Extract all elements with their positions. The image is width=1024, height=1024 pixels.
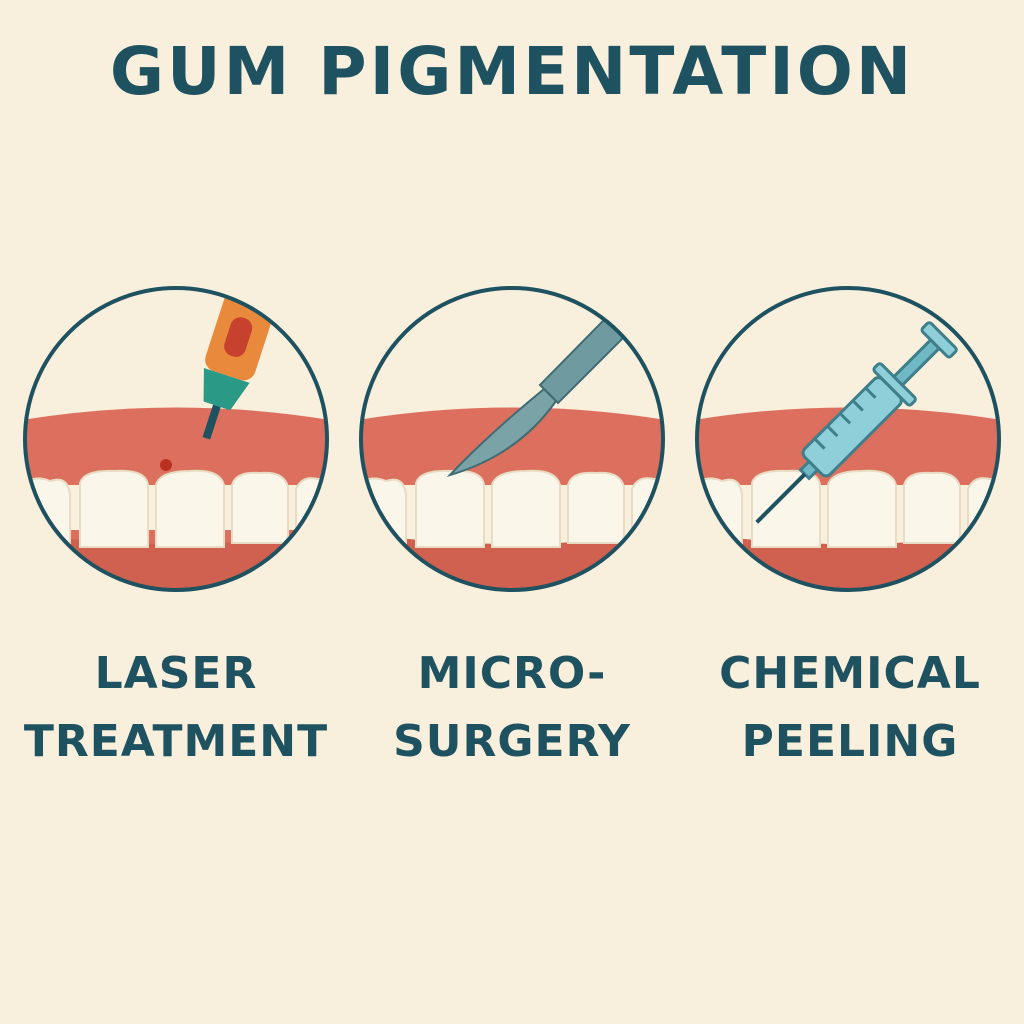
caption-chemical-peeling: CHEMICAL PEELING <box>680 640 1020 776</box>
chemical-peeling-panel <box>694 285 1002 593</box>
caption-line-2: TREATMENT <box>23 716 329 767</box>
caption-line-2: SURGERY <box>393 716 631 767</box>
micro-surgery-panel <box>358 285 666 593</box>
syringe-icon <box>695 286 1001 592</box>
laser-treatment-panel <box>22 285 330 593</box>
caption-line-1: LASER <box>94 648 258 699</box>
caption-line-1: MICRO- <box>417 648 607 699</box>
page-title: GUM PIGMENTATION <box>109 33 915 110</box>
caption-micro-surgery: MICRO- SURGERY <box>342 640 682 776</box>
scalpel-icon <box>359 286 665 592</box>
laser-pen-icon <box>23 286 329 592</box>
caption-line-2: PEELING <box>741 716 959 767</box>
caption-laser-treatment: LASER TREATMENT <box>6 640 346 776</box>
caption-line-1: CHEMICAL <box>719 648 981 699</box>
